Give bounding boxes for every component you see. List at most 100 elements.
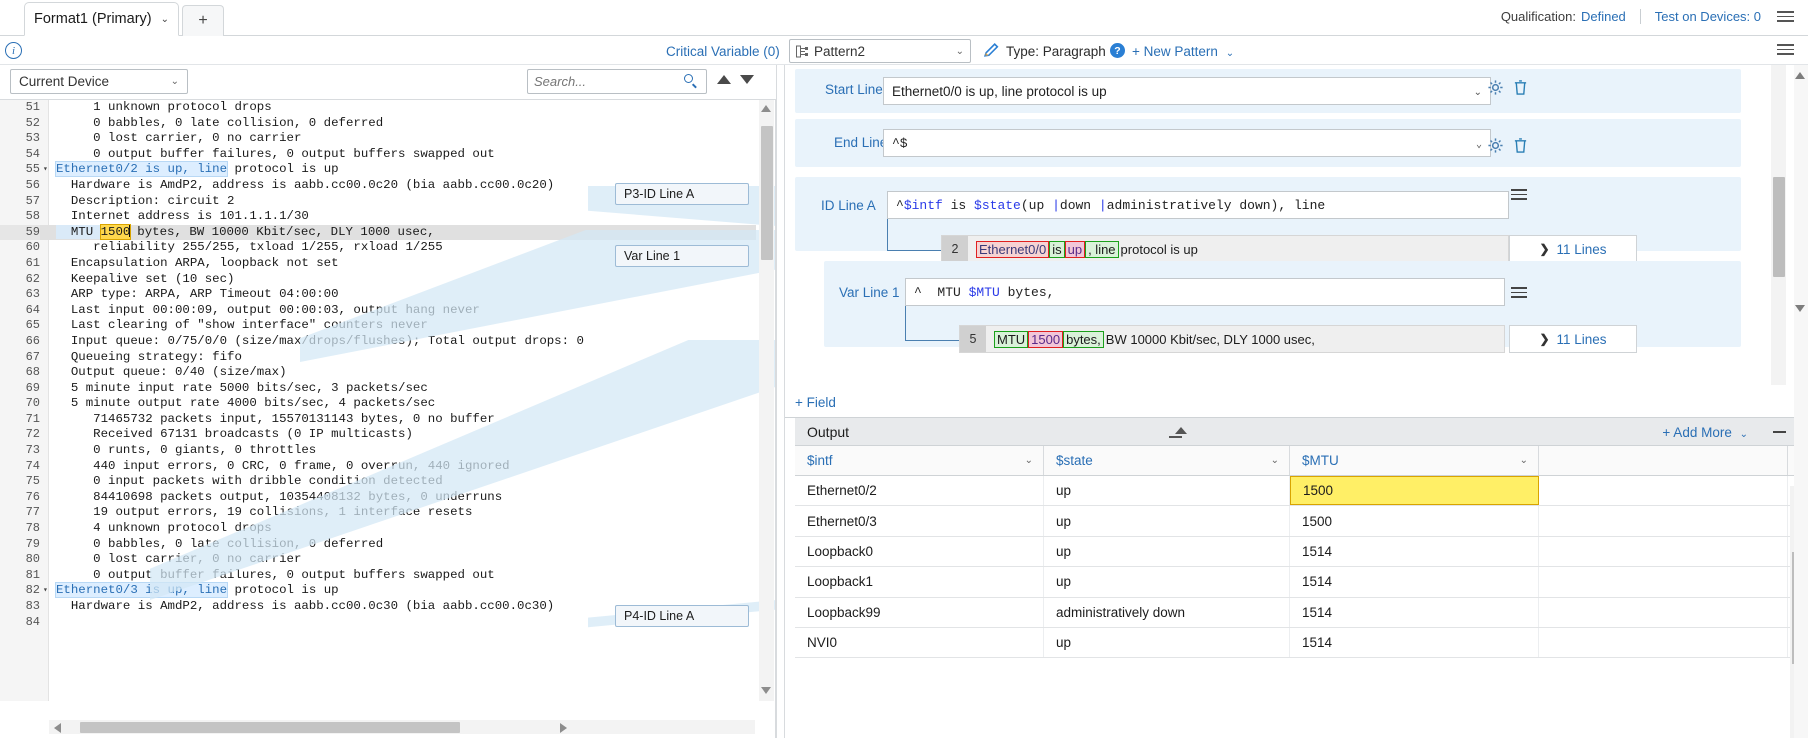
scroll-up-icon[interactable] <box>1795 72 1805 79</box>
column-header-mtu[interactable]: $MTU ⌄ <box>1290 446 1539 475</box>
hamburger-icon[interactable] <box>1777 44 1794 55</box>
code-line[interactable]: 77 19 output errors, 19 collisions, 1 in… <box>0 505 756 521</box>
fold-toggle-icon[interactable]: ▾ <box>43 586 48 596</box>
code-line[interactable]: 73 0 runts, 0 giants, 0 throttles <box>0 443 756 459</box>
code-horizontal-scroll-thumb[interactable] <box>80 722 460 733</box>
code-line[interactable]: 82▾Ethernet0/3 is up, line protocol is u… <box>0 582 756 599</box>
cell-state[interactable]: up <box>1044 536 1290 567</box>
code-line[interactable]: 64 Last input 00:00:09, output 00:00:03,… <box>0 303 756 319</box>
callout-p4-id-line-a[interactable]: P4-ID Line A <box>615 605 749 627</box>
cell-state[interactable]: up <box>1044 476 1290 506</box>
chevron-down-icon[interactable]: ⌄ <box>1475 140 1482 151</box>
code-line[interactable]: 79 0 babbles, 0 late collision, 0 deferr… <box>0 537 756 553</box>
code-line[interactable]: 57 Description: circuit 2 <box>0 194 756 210</box>
cell-state[interactable]: up <box>1044 627 1290 658</box>
scroll-left-icon[interactable] <box>54 723 61 733</box>
callout-p3-id-line-a[interactable]: P3-ID Line A <box>615 183 749 205</box>
code-line[interactable]: 65 Last clearing of "show interface" cou… <box>0 318 756 334</box>
scroll-down-icon[interactable] <box>1795 305 1805 312</box>
var-line-1-match-row[interactable]: 5 MTU 1500 bytes, BW 10000 Kbit/sec, DLY… <box>959 325 1505 353</box>
cell-intf[interactable]: Loopback1 <box>795 567 1044 597</box>
chevron-down-icon[interactable]: ⌄ <box>160 13 169 25</box>
id-line-a-lines-button[interactable]: ❯ 11 Lines <box>1509 235 1637 263</box>
chevron-down-icon[interactable]: ⌄ <box>1473 87 1482 98</box>
cell-state[interactable]: administratively down <box>1044 597 1290 627</box>
cell-intf[interactable]: Ethernet0/3 <box>795 506 1044 536</box>
chevron-down-icon[interactable]: ⌄ <box>1519 455 1528 466</box>
var-line-1-lines-button[interactable]: ❯ 11 Lines <box>1509 325 1637 353</box>
code-line[interactable]: 54 0 output buffer failures, 0 output bu… <box>0 147 756 163</box>
search-box[interactable] <box>527 69 707 94</box>
cell-intf[interactable]: Ethernet0/2 <box>795 476 1044 506</box>
collapse-icon[interactable] <box>1175 427 1187 434</box>
device-select[interactable]: Current Device ⌄ <box>10 69 188 94</box>
list-icon[interactable] <box>1511 189 1527 200</box>
minimize-icon[interactable] <box>1773 431 1786 433</box>
callout-var-line-1[interactable]: Var Line 1 <box>615 245 749 267</box>
triangle-up-icon[interactable] <box>717 75 731 84</box>
triangle-down-icon[interactable] <box>740 75 754 84</box>
tab-format1[interactable]: Format1 (Primary) ⌄ <box>24 2 179 36</box>
cell-mtu[interactable]: 1514 <box>1290 627 1539 658</box>
cell-mtu[interactable]: 1514 <box>1290 597 1539 627</box>
cell-intf[interactable]: NVI0 <box>795 627 1044 658</box>
code-line[interactable]: 58 Internet address is 101.1.1.1/30 <box>0 209 756 225</box>
info-icon[interactable]: i <box>5 42 22 59</box>
cell-intf[interactable]: Loopback99 <box>795 597 1044 627</box>
code-line[interactable]: 53 0 lost carrier, 0 no carrier <box>0 131 756 147</box>
id-line-a-match-row[interactable]: 2 Ethernet0/0 is up, line protocol is up <box>941 235 1509 263</box>
cell-intf[interactable]: Loopback0 <box>795 536 1044 567</box>
chevron-down-icon[interactable]: ⌄ <box>1270 455 1279 466</box>
code-line[interactable]: 63 ARP type: ARPA, ARP Timeout 04:00:00 <box>0 287 756 303</box>
scroll-up-icon[interactable] <box>761 105 771 112</box>
id-line-a-pattern-input[interactable]: ^$intf is $state(up |down |administrativ… <box>887 191 1509 219</box>
list-icon[interactable] <box>1511 287 1527 298</box>
code-line[interactable]: 67 Queueing strategy: fifo <box>0 350 756 366</box>
code-line[interactable]: 84 <box>0 615 756 631</box>
scroll-right-icon[interactable] <box>560 723 567 733</box>
add-field-button[interactable]: + Field <box>795 395 836 410</box>
column-header-intf[interactable]: $intf ⌄ <box>795 446 1044 475</box>
code-line[interactable]: 51 1 unknown protocol drops <box>0 100 756 116</box>
code-line[interactable]: 56 Hardware is AmdP2, address is aabb.cc… <box>0 178 756 194</box>
code-line[interactable]: 52 0 babbles, 0 late collision, 0 deferr… <box>0 116 756 132</box>
add-more-button[interactable]: + Add More ⌄ <box>1662 425 1748 440</box>
cell-mtu[interactable]: 1500 <box>1290 506 1539 536</box>
cell-state[interactable]: up <box>1044 506 1290 536</box>
pane-divider[interactable] <box>776 65 785 738</box>
help-icon[interactable]: ? <box>1110 43 1125 58</box>
gear-icon[interactable] <box>1487 137 1504 154</box>
code-line[interactable]: 71 71465732 packets input, 15570131143 b… <box>0 412 756 428</box>
trash-icon[interactable] <box>1513 79 1528 96</box>
code-line[interactable]: 70 5 minute output rate 4000 bits/sec, 4… <box>0 396 756 412</box>
pencil-icon[interactable] <box>983 42 1000 59</box>
new-pattern-button[interactable]: + New Pattern ⌄ <box>1132 44 1234 59</box>
cell-state[interactable]: up <box>1044 567 1290 597</box>
code-line[interactable]: 83 Hardware is AmdP2, address is aabb.cc… <box>0 599 756 615</box>
app-right-scrollbar[interactable] <box>1794 65 1808 738</box>
code-line[interactable]: 66 Input queue: 0/75/0/0 (size/max/drops… <box>0 334 756 350</box>
end-line-input[interactable]: ^$ ⌄ <box>883 129 1491 157</box>
code-line[interactable]: 69 5 minute input rate 5000 bits/sec, 3 … <box>0 381 756 397</box>
fold-toggle-icon[interactable]: ▾ <box>43 165 48 175</box>
code-line[interactable]: 55▾Ethernet0/2 is up, line protocol is u… <box>0 161 756 178</box>
cell-mtu[interactable]: 1500 <box>1290 476 1539 506</box>
code-line[interactable]: 72 Received 67131 broadcasts (0 IP multi… <box>0 427 756 443</box>
code-vertical-scroll-thumb[interactable] <box>761 126 773 260</box>
column-header-state[interactable]: $state ⌄ <box>1044 446 1290 475</box>
search-icon[interactable] <box>684 74 699 89</box>
scroll-down-icon[interactable] <box>761 687 771 694</box>
code-line[interactable]: 80 0 lost carrier, 0 no carrier <box>0 552 756 568</box>
pattern-vertical-scroll-thumb[interactable] <box>1773 177 1785 277</box>
code-line[interactable]: 78 4 unknown protocol drops <box>0 521 756 537</box>
qualification-value[interactable]: Defined <box>1580 9 1626 24</box>
pattern-select[interactable]: Pattern2 ⌄ <box>789 39 971 63</box>
code-line[interactable]: 74 440 input errors, 0 CRC, 0 frame, 0 o… <box>0 459 756 475</box>
cell-mtu[interactable]: 1514 <box>1290 567 1539 597</box>
test-on-devices[interactable]: Test on Devices: 0 <box>1654 9 1761 24</box>
